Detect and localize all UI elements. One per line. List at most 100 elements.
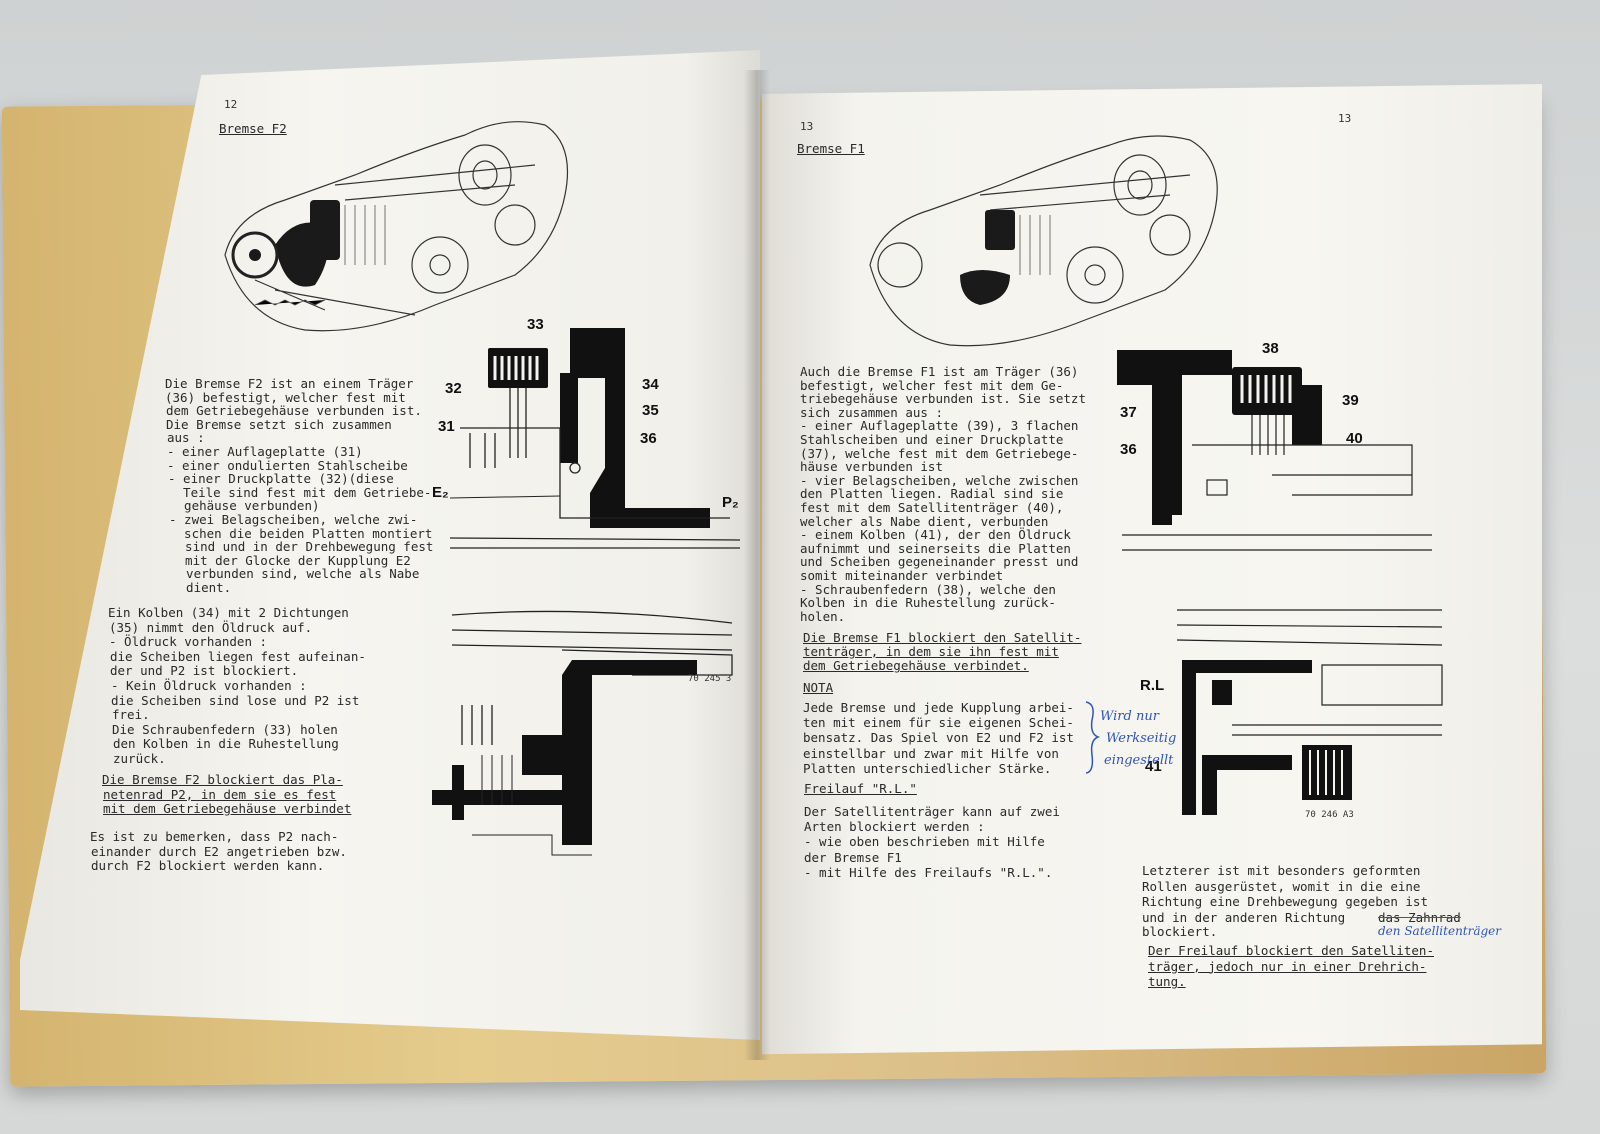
right-heading: Bremse F1	[797, 141, 865, 156]
right-freilauf-line: der Bremse F1	[804, 849, 902, 865]
left-body-line: dient.	[171, 580, 232, 595]
left-body2-line: der und P2 ist blockiert.	[110, 663, 299, 679]
right-body-line: holen.	[800, 608, 846, 624]
left-summary-line: mit dem Getriebegehäuse verbindet	[103, 801, 352, 817]
callout-34: 34	[642, 376, 659, 393]
handwritten-note-line-1: Wird nur	[1100, 709, 1159, 724]
right-letzterer-line: Richtung eine Drehbewegung gegeben ist	[1142, 894, 1428, 909]
right-body-line: - einem Kolben (41), der den Öldruck	[800, 527, 1071, 543]
left-closing-line: durch F2 blockiert werden kann.	[91, 858, 325, 874]
callout-e2: E₂	[432, 484, 449, 501]
right-body-line: (37), welche fest mit dem Getriebege-	[800, 445, 1079, 461]
right-summary-line: dem Getriebegehäuse verbindet.	[803, 658, 1029, 674]
struck-word: das Zahnrad	[1378, 910, 1461, 925]
right-body-line: aufnimmt und seinerseits die Platten	[800, 540, 1071, 556]
right-nota-line: ten mit einem für sie eigenen Schei-	[803, 715, 1074, 731]
left-body2-line: zurück.	[113, 751, 166, 766]
freilauf-heading: Freilauf "R.L."	[804, 781, 917, 796]
right-page	[762, 84, 1542, 1055]
right-body-line: häuse verbunden ist	[800, 459, 943, 475]
right-nota-line: Jede Bremse und jede Kupplung arbei-	[803, 700, 1074, 715]
callout-31: 31	[438, 418, 455, 435]
left-body-line: sind und in der Drehbewegung fest	[170, 539, 434, 555]
callout-38: 38	[1262, 340, 1279, 357]
left-closing-line: einander durch E2 angetrieben bzw.	[91, 843, 347, 859]
left-body2-line: Die Schraubenfedern (33) holen	[112, 721, 338, 737]
cross-section-f2-lower	[432, 610, 733, 856]
right-body-line: fest mit dem Satellitenträger (40),	[800, 500, 1064, 515]
left-body2-line: den Kolben in die Ruhestellung	[113, 736, 339, 752]
callout-41: 41	[1145, 758, 1162, 775]
right-letzterer-line: Rollen ausgerüstet, womit in die eine	[1142, 878, 1421, 894]
right-page-number-corner: 13	[1338, 112, 1352, 125]
right-nota-line: einstellbar und zwar mit Hilfe von	[803, 745, 1059, 761]
left-page-number: 12	[224, 98, 238, 111]
cross-section-f1-upper	[1117, 350, 1432, 551]
left-body-line: Die Bremse F2 ist an einem Träger	[165, 376, 414, 391]
right-nota-line: Platten unterschiedlicher Stärke.	[803, 760, 1052, 776]
right-page-number: 13	[800, 120, 814, 133]
page-gutter	[744, 70, 770, 1060]
engine-illustration-left	[224, 121, 568, 332]
right-body-line: befestigt, welcher fest mit dem Ge-	[800, 377, 1064, 393]
callout-36-right: 36	[1120, 441, 1137, 458]
cross-section-f1-lower	[1176, 609, 1443, 815]
right-body-line: und Scheiben gegeneinander presst und	[800, 554, 1079, 570]
handwritten-bracket	[1085, 701, 1101, 774]
right-final-line: tung.	[1148, 974, 1186, 989]
letzterer-end: blockiert.	[1142, 924, 1218, 939]
callout-35: 35	[642, 402, 659, 419]
right-body-line: Kolben in die Ruhestellung zurück-	[800, 595, 1056, 611]
left-body-line: - einer Druckplatte (32)(diese	[168, 471, 394, 487]
right-body-line: - einer Auflageplatte (39), 3 flachen	[800, 418, 1079, 434]
left-summary-line: Die Bremse F2 blockiert das Pla-	[102, 772, 343, 787]
right-body-line: den Platten liegen. Radial sind sie	[800, 486, 1064, 502]
left-body2-line: frei.	[112, 707, 150, 723]
left-body2-line: Ein Kolben (34) mit 2 Dichtungen	[108, 605, 349, 620]
callout-40: 40	[1346, 430, 1363, 447]
right-letzterer-line: und in der anderen Richtung	[1142, 909, 1346, 925]
right-body-line: - Schraubenfedern (38), welche den	[800, 581, 1056, 597]
right-summary-line: Die Bremse F1 blockiert den Satellit-	[803, 630, 1082, 645]
right-summary-line: tenträger, in dem sie ihn fest mit	[803, 644, 1059, 660]
left-body-line: - einer ondulierten Stahlscheibe	[167, 457, 408, 473]
handwritten-note-line-3: eingestellt	[1104, 753, 1174, 768]
callout-32: 32	[445, 380, 462, 397]
callout-rl: R.L	[1140, 677, 1165, 694]
right-body-line: welcher als Nabe dient, verbunden	[800, 513, 1049, 529]
left-fig-note: 70 245 3	[688, 674, 732, 684]
handwritten-note-line-2: Werkseitig	[1106, 731, 1177, 746]
left-body-line: Die Bremse setzt sich zusammen	[166, 416, 392, 432]
left-body2-line: - Kein Öldruck vorhanden :	[111, 678, 307, 693]
left-heading: Bremse F2	[219, 121, 287, 136]
left-body2-line: die Scheiben sind lose und P2 ist	[111, 692, 360, 708]
right-body-line: Auch die Bremse F1 ist am Träger (36)	[800, 364, 1079, 379]
left-body2-line: die Scheiben liegen fest aufeinan-	[110, 648, 366, 664]
callout-33: 33	[527, 316, 544, 333]
right-body-line: triebegehäuse verbunden ist. Sie setzt	[800, 391, 1086, 407]
right-fig-note: 70 246 A3	[1305, 810, 1354, 820]
left-body-line: (36) befestigt, welcher fest mit	[165, 389, 406, 405]
left-body-line: - einer Auflageplatte (31)	[167, 444, 363, 459]
left-body2-line: (35) nimmt den Öldruck auf.	[109, 619, 313, 635]
right-freilauf-line: - mit Hilfe des Freilaufs "R.L.".	[804, 864, 1053, 880]
callout-37: 37	[1120, 404, 1137, 421]
left-summary-line: netenrad P2, in dem sie es fest	[103, 786, 337, 802]
callout-36: 36	[640, 430, 657, 447]
cross-section-f2-upper	[449, 328, 741, 549]
right-freilauf-line: Der Satellitenträger kann auf zwei	[804, 804, 1060, 819]
left-body-line: dem Getriebegehäuse verbunden ist.	[166, 403, 422, 419]
callout-p2: P₂	[722, 494, 739, 511]
left-body-line: Teile sind fest mit dem Getriebe-	[168, 484, 432, 500]
left-body-line: mit der Glocke der Kupplung E2	[170, 552, 411, 568]
left-body-line: schen die beiden Platten montiert	[169, 525, 433, 541]
left-body-line: verbunden sind, welche als Nabe	[171, 566, 420, 582]
right-final-line: Der Freilauf blockiert den Satelliten-	[1148, 943, 1434, 958]
handwritten-replacement: den Satellitenträger	[1378, 924, 1502, 938]
nota-heading: NOTA	[803, 680, 834, 695]
right-body-line: somit miteinander verbindet	[800, 568, 1004, 583]
right-freilauf-line: - wie oben beschrieben mit Hilfe	[804, 834, 1045, 850]
right-final-line: träger, jedoch nur in einer Drehrich-	[1148, 958, 1427, 974]
right-freilauf-line: Arten blockiert werden :	[804, 819, 985, 835]
